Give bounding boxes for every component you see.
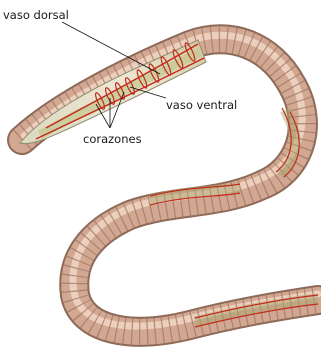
label-hearts: corazones bbox=[83, 132, 142, 146]
worm-head-cutaway bbox=[20, 40, 206, 144]
label-dorsal-vessel: vaso dorsal bbox=[3, 8, 69, 22]
label-ventral-vessel: vaso ventral bbox=[166, 98, 237, 112]
